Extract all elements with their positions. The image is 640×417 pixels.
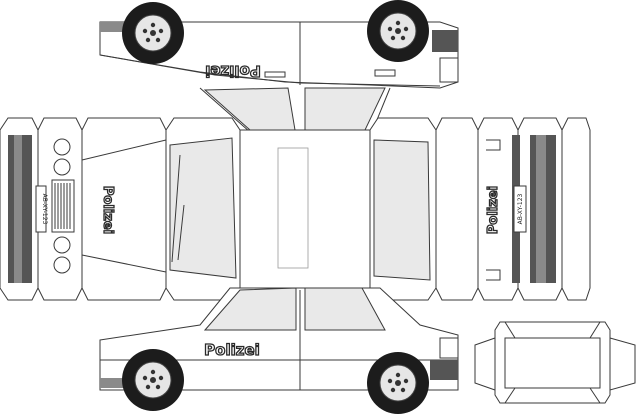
central-body-strip: AB-XY-123 Polizei <box>0 117 591 301</box>
bottom-side-panel: Polizei <box>99 287 459 414</box>
bottom-front-window <box>304 287 386 331</box>
rear-window-panel <box>165 117 241 301</box>
box-net <box>474 321 636 404</box>
front-end-panel: AB-XY-123 <box>512 117 591 301</box>
front-plate-text: AB-XY-123 <box>517 193 524 224</box>
hood-police-label: Polizei <box>486 186 501 234</box>
top-left-wheel <box>122 2 184 64</box>
top-right-wheel <box>367 0 429 62</box>
rear-plate-text: AB-XY-123 <box>41 194 48 225</box>
bottom-rear-window <box>203 287 297 331</box>
rear-end-panel: AB-XY-123 <box>0 117 83 301</box>
bottom-right-wheel <box>367 352 429 414</box>
windshield-panel <box>369 117 437 301</box>
top-side-panel: Polizei <box>99 0 459 133</box>
trunk-panel: Polizei <box>81 117 167 301</box>
top-police-label: Polizei <box>205 62 261 80</box>
roof-panel <box>239 129 371 289</box>
top-front-window <box>304 87 386 131</box>
bottom-left-wheel <box>122 349 184 411</box>
hood-panel: Polizei <box>435 117 519 301</box>
bottom-police-label: Polizei <box>204 341 260 359</box>
trunk-police-label: Polizei <box>100 186 115 234</box>
